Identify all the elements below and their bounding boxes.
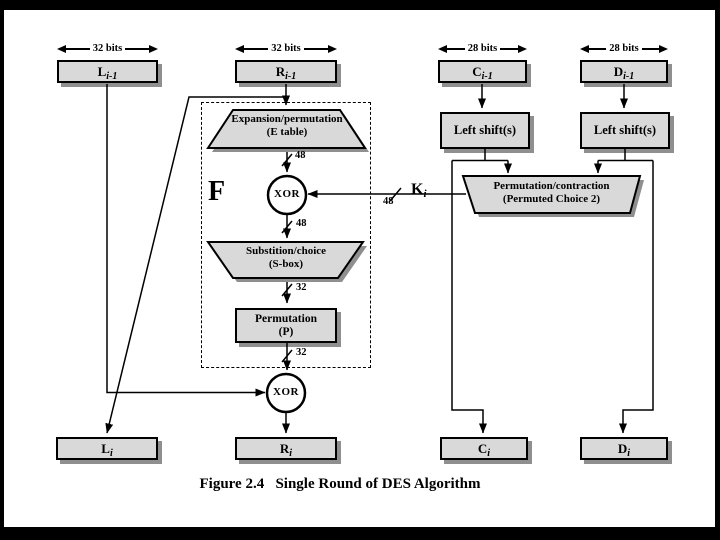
bit-width-label: 28 bits (609, 43, 639, 54)
register-c-prev: Ci-1 (438, 60, 527, 83)
register-c-next: Ci (440, 437, 528, 460)
bus-width-key: 48 (383, 196, 394, 207)
bus-width-xor-out: 48 (296, 218, 307, 229)
figure-caption: Figure 2.4 Single Round of DES Algorithm (199, 476, 481, 492)
register-base: L (97, 64, 107, 79)
left-shift-box-d: Left shift(s) (580, 112, 670, 149)
register-subscript: i-1 (106, 71, 118, 82)
xor-label-middle: XOR (274, 188, 300, 200)
register-base: C (472, 64, 482, 79)
bus-width-sbox-out: 32 (296, 282, 307, 293)
register-subscript: i (487, 448, 491, 459)
permutation-box: Permutation (P) (235, 308, 337, 343)
register-base: C (477, 441, 488, 456)
register-subscript: i-1 (285, 71, 297, 82)
arrow-line (641, 47, 659, 50)
arrow-line (125, 47, 149, 50)
arrowhead-left-icon (57, 44, 66, 53)
arrowhead-left-icon (580, 44, 589, 53)
register-base: D (617, 441, 628, 456)
arrowhead-right-icon (659, 44, 668, 53)
bit-width-label: 28 bits (467, 43, 498, 54)
arrow-line (589, 47, 607, 50)
bit-width-arrow-r: 32 bits (235, 43, 337, 54)
register-subscript: i (627, 448, 631, 459)
bit-width-arrow-l: 32 bits (57, 43, 158, 54)
arrowhead-right-icon (518, 44, 527, 53)
register-base: L (101, 441, 110, 456)
bit-width-arrow-c: 28 bits (438, 43, 527, 54)
bus-width-e-out: 48 (295, 150, 306, 161)
register-subscript: i-1 (623, 71, 635, 82)
register-l-prev: Li-1 (57, 60, 158, 83)
register-d-prev: Di-1 (580, 60, 668, 83)
register-subscript: i-1 (481, 71, 493, 82)
arrowhead-left-icon (235, 44, 244, 53)
register-base: R (279, 441, 290, 456)
register-d-next: Di (580, 437, 668, 460)
arrow-line (303, 47, 328, 50)
expansion-label: Expansion/permutation (E table) (231, 113, 343, 138)
sbox-label: Substition/choice (S-box) (245, 245, 327, 270)
register-subscript: i (109, 448, 113, 459)
left-shift-box-c: Left shift(s) (440, 112, 530, 149)
arrow-line (244, 47, 269, 50)
arrow-line (500, 47, 518, 50)
register-r-next: Ri (235, 437, 337, 460)
arrowhead-right-icon (149, 44, 158, 53)
arrowhead-right-icon (328, 44, 337, 53)
register-r-prev: Ri-1 (235, 60, 337, 83)
xor-label-bottom: XOR (273, 386, 299, 398)
slide-bottom-accent (0, 527, 720, 540)
bit-width-arrow-d: 28 bits (580, 43, 668, 54)
permutation-line1: Permutation (255, 312, 317, 325)
bit-width-label: 32 bits (92, 43, 123, 54)
subkey-label: Ki (411, 181, 427, 200)
register-l-next: Li (56, 437, 158, 460)
bit-width-label: 32 bits (271, 43, 301, 54)
register-base: R (275, 64, 286, 79)
arrow-line (66, 47, 90, 50)
bus-width-p-out: 32 (296, 347, 307, 358)
permutation-line2: (P) (278, 325, 294, 338)
arrowhead-left-icon (438, 44, 447, 53)
f-function-label: F (208, 176, 226, 207)
arrow-line (447, 47, 465, 50)
register-subscript: i (289, 448, 293, 459)
register-base: D (613, 64, 624, 79)
pc2-label: Permutation/contraction (Permuted Choice… (493, 180, 610, 205)
